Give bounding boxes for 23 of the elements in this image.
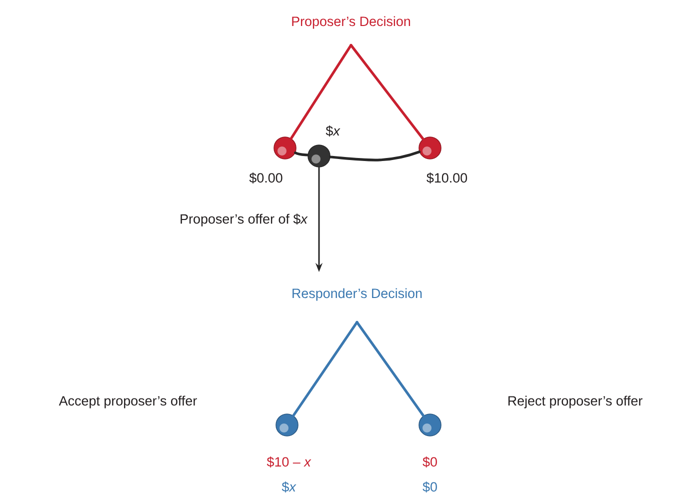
branch-line — [350, 44, 424, 140]
branch-line — [329, 150, 421, 162]
branch-line — [290, 44, 352, 140]
payoff-label: $10 – x — [266, 456, 312, 468]
value-label: $0.00 — [249, 172, 282, 184]
edge-label: Proposer’s offer of $x — [178, 212, 309, 228]
node-ball — [418, 414, 442, 436]
branch-line — [356, 320, 425, 417]
value-label: $10.00 — [426, 172, 468, 184]
node-ball — [418, 136, 442, 160]
payoff-label: $0 — [422, 482, 437, 492]
payoff-label: $x — [282, 482, 296, 492]
decision-label: Proposer’s Decision — [292, 16, 410, 29]
node-ball — [274, 136, 296, 160]
decision-label: Responder’s Decision — [292, 288, 422, 301]
node-ball — [276, 414, 298, 436]
branch-line — [292, 320, 358, 417]
branch-line — [294, 152, 309, 156]
value-label: $x — [326, 126, 340, 136]
choice-label: Accept proposer’s offer — [58, 396, 197, 408]
node-ball — [308, 144, 330, 168]
payoff-label: $0 — [422, 456, 437, 468]
choice-label: Reject proposer’s offer — [508, 396, 642, 408]
